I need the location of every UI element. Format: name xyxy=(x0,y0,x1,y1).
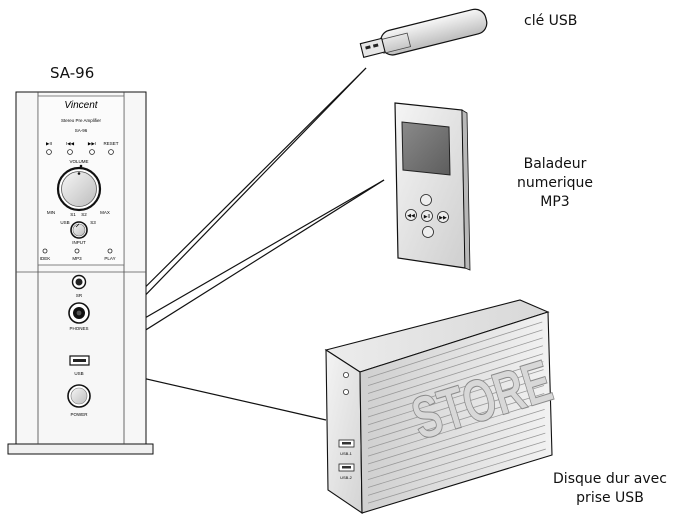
max-label: MAX xyxy=(100,210,110,215)
hard-disk-ridge xyxy=(367,385,545,441)
svg-text:▶▶: ▶▶ xyxy=(439,215,447,221)
hard-disk-ridge xyxy=(367,424,546,481)
phones-jack xyxy=(68,302,90,324)
usb-port xyxy=(69,355,90,366)
hard-disk-ridge xyxy=(367,401,545,457)
volume-knob xyxy=(56,166,102,212)
hard-disk-ridge xyxy=(367,369,544,426)
usb-key-label: clé USB xyxy=(524,13,578,29)
hard-disk-label: Disque dur avec prise USB xyxy=(540,470,680,508)
hard-disk-side xyxy=(359,311,553,514)
hard-disk-ridge xyxy=(367,432,546,488)
input-s1-label: S1 xyxy=(70,212,76,217)
hard-disk-ridge xyxy=(367,345,544,402)
input-usb-label: USB xyxy=(60,220,69,225)
usb-port-label: USB xyxy=(74,371,83,376)
mp3-player-controls xyxy=(405,194,449,238)
volume-label: VOLUME xyxy=(69,159,88,164)
amplifier-model-label: SA-96 xyxy=(50,64,95,82)
hard-disk-ridge xyxy=(367,329,543,387)
prev-button xyxy=(67,149,73,155)
phones-label: PHONES xyxy=(69,326,88,331)
reset-button xyxy=(108,149,114,155)
hard-disk-ridge xyxy=(367,353,544,410)
hard-disk-ridges xyxy=(367,321,546,504)
hard-disk-ridge xyxy=(367,416,546,473)
power-label: POWER xyxy=(70,412,88,417)
disk-port-1-label: USB-1 xyxy=(340,451,353,456)
usb-key-body xyxy=(380,8,488,56)
prev-button-label: I◀◀ xyxy=(66,141,75,146)
hard-disk-leds xyxy=(342,371,349,395)
mp3-label-line-3: MP3 xyxy=(540,194,570,210)
usb-key xyxy=(359,8,488,58)
mode-leds: IDEK MP3 PLAY xyxy=(40,248,116,261)
next-button-label: ▶▶I xyxy=(88,141,96,146)
top-buttons: ▶II I◀◀ ▶▶I RESET xyxy=(46,141,119,155)
hard-disk-ridge xyxy=(367,408,545,465)
hard-disk-ridge xyxy=(367,321,543,379)
reset-button-label: RESET xyxy=(103,141,118,146)
led-idek-label: IDEK xyxy=(40,256,51,261)
mp3-player-screen xyxy=(401,121,451,176)
led-mp3-label: MP3 xyxy=(72,256,82,261)
mp3-label-line-1: Baladeur xyxy=(523,156,587,172)
hard-disk: STORE USB-1 USB-2 xyxy=(324,299,560,515)
mp3-control-glyphs: ◀◀ ▶II ▶▶ xyxy=(407,213,447,221)
disk-port-2-label: USB-2 xyxy=(340,475,353,480)
hard-disk-ridge xyxy=(367,440,546,496)
play-pause-button xyxy=(46,149,52,155)
disk-label-line-2: prise USB xyxy=(576,490,644,506)
mp3-player-label: Baladeur numerique MP3 xyxy=(500,155,610,212)
volume-indicator-dot xyxy=(79,164,83,168)
mp3-label-line-2: numerique xyxy=(516,175,593,191)
led-play-label: PLAY xyxy=(104,256,115,261)
input-knob xyxy=(70,221,88,239)
hard-disk-ridge xyxy=(367,448,546,504)
input-positions: S1 S2 USB S3 xyxy=(60,212,96,225)
amplifier-stand xyxy=(7,443,154,455)
input-s3-label: S3 xyxy=(90,220,96,225)
svg-text:▶II: ▶II xyxy=(424,214,431,220)
amp-subtitle: Stereo Pre Amplifier xyxy=(61,118,102,123)
brand-logo: Vincent xyxy=(64,100,98,111)
hard-disk-ridge xyxy=(367,361,544,418)
input-s2-label: S2 xyxy=(81,212,87,217)
play-pause-button-label: ▶II xyxy=(46,141,52,146)
hard-disk-ridge xyxy=(367,377,544,434)
amp-model-small: SA-96 xyxy=(75,128,88,133)
amplifier-sa96: Vincent Stereo Pre Amplifier SA-96 ▶II I… xyxy=(7,91,154,455)
input-label: INPUT xyxy=(72,240,86,245)
disk-label-line-1: Disque dur avec xyxy=(553,471,667,487)
sr-jack xyxy=(71,274,87,290)
sr-label: SR xyxy=(76,293,83,298)
power-button xyxy=(67,384,91,408)
mp3-player: ◀◀ ▶II ▶▶ xyxy=(394,102,471,271)
next-button xyxy=(89,149,95,155)
hard-disk-ridge xyxy=(367,337,543,394)
min-label: MIN xyxy=(47,210,55,215)
svg-text:◀◀: ◀◀ xyxy=(407,213,415,219)
usb-key-connector xyxy=(359,37,386,58)
hard-disk-ridge xyxy=(367,393,545,449)
hard-disk-ports: USB-1 USB-2 xyxy=(338,439,355,480)
